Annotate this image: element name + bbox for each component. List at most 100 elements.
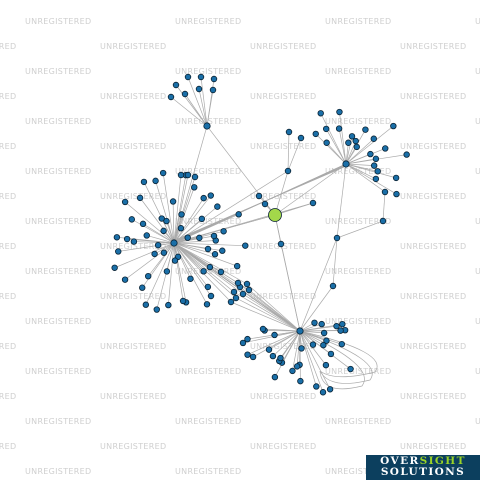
graph-edge <box>173 242 209 250</box>
watermark-text: UNREGISTERED <box>400 292 466 301</box>
graph-edge <box>299 330 351 370</box>
graph-edge <box>173 242 209 288</box>
watermark-text: UNREGISTERED <box>175 367 241 376</box>
peripheral-node <box>160 249 168 256</box>
watermark-text: UNREGISTERED <box>25 167 91 176</box>
graph-edge <box>345 163 397 195</box>
peripheral-node <box>345 139 352 146</box>
peripheral-node <box>243 280 251 288</box>
graph-edge <box>173 242 208 305</box>
graph-edge <box>187 76 208 127</box>
peripheral-node <box>145 272 152 280</box>
graph-edge <box>345 163 375 166</box>
peripheral-node <box>123 235 131 243</box>
graph-edge <box>274 214 301 332</box>
peripheral-node <box>244 351 251 358</box>
peripheral-node <box>184 234 191 241</box>
bridge-node <box>297 134 305 142</box>
peripheral-node <box>197 73 205 81</box>
graph-edge <box>173 174 189 244</box>
peripheral-node <box>289 367 296 375</box>
watermark-text: UNREGISTERED <box>250 192 316 201</box>
graph-edge <box>173 242 239 284</box>
hub-node-right <box>342 160 350 168</box>
graph-edge <box>167 242 175 306</box>
peripheral-node <box>239 339 247 347</box>
peripheral-node <box>143 232 150 239</box>
watermark-text: UNREGISTERED <box>400 42 466 51</box>
graph-edge-loop <box>299 330 378 378</box>
watermark-text: UNREGISTERED <box>475 317 480 326</box>
peripheral-node <box>390 122 397 130</box>
peripheral-node <box>353 143 360 151</box>
peripheral-node <box>318 320 325 328</box>
peripheral-node <box>370 135 377 142</box>
peripheral-node <box>372 155 380 163</box>
graph-edge <box>173 242 216 255</box>
watermark-text: UNREGISTERED <box>475 67 480 76</box>
watermark-text: UNREGISTERED <box>400 442 466 451</box>
graph-edge <box>280 330 301 359</box>
peripheral-node <box>242 242 249 249</box>
watermark-text: UNREGISTERED <box>100 392 166 401</box>
graph-edge <box>299 330 325 334</box>
peripheral-node <box>139 220 147 228</box>
peripheral-node <box>209 86 217 94</box>
graph-edge <box>173 242 235 293</box>
graph-edge <box>287 131 290 172</box>
watermark-text: UNREGISTERED <box>0 442 16 451</box>
watermark-text: UNREGISTERED <box>400 392 466 401</box>
peripheral-node <box>312 130 319 138</box>
watermark-text: UNREGISTERED <box>175 167 241 176</box>
peripheral-node <box>220 228 227 235</box>
watermark-text: UNREGISTERED <box>100 142 166 151</box>
watermark-text: UNREGISTERED <box>25 67 91 76</box>
watermark-text: UNREGISTERED <box>0 342 16 351</box>
peripheral-node <box>181 90 189 98</box>
peripheral-node <box>271 373 279 381</box>
watermark-text: UNREGISTERED <box>100 292 166 301</box>
watermark-text: UNREGISTERED <box>0 142 16 151</box>
watermark-text: UNREGISTERED <box>400 192 466 201</box>
peripheral-node <box>154 241 162 249</box>
bridge-node <box>309 199 317 207</box>
peripheral-node <box>235 211 242 218</box>
peripheral-node <box>382 145 389 152</box>
graph-edge <box>274 170 289 216</box>
graph-edge <box>246 283 301 332</box>
peripheral-node <box>210 75 218 83</box>
watermark-text: UNREGISTERED <box>100 342 166 351</box>
graph-edge <box>147 242 175 277</box>
peripheral-node <box>348 133 356 140</box>
peripheral-node <box>130 238 138 245</box>
watermark-text: UNREGISTERED <box>25 217 91 226</box>
watermark-text: UNREGISTERED <box>100 92 166 101</box>
bridge-node <box>285 128 293 136</box>
peripheral-node <box>392 174 400 182</box>
peripheral-node <box>128 216 136 223</box>
graph-edge <box>124 242 175 280</box>
graph-edge <box>336 220 384 239</box>
graph-edge <box>173 242 191 279</box>
graph-edge <box>332 237 338 287</box>
hub-node-bottom <box>296 327 304 335</box>
graph-edge <box>345 138 375 165</box>
graph-edge <box>173 242 187 303</box>
peripheral-node <box>158 215 165 222</box>
watermark-text: UNREGISTERED <box>100 442 166 451</box>
peripheral-node <box>184 73 192 81</box>
graph-edge <box>114 242 175 269</box>
peripheral-node <box>140 178 148 186</box>
peripheral-node <box>211 251 219 258</box>
bridge-node <box>277 240 285 248</box>
bridge-node <box>184 171 192 179</box>
peripheral-node <box>187 275 194 282</box>
graph-edge <box>133 241 175 244</box>
peripheral-node <box>339 320 346 328</box>
peripheral-node <box>179 297 187 305</box>
peripheral-node <box>234 279 242 287</box>
graph-edge <box>274 330 301 378</box>
hub-node-left <box>170 239 178 247</box>
graph-edge <box>173 166 345 241</box>
